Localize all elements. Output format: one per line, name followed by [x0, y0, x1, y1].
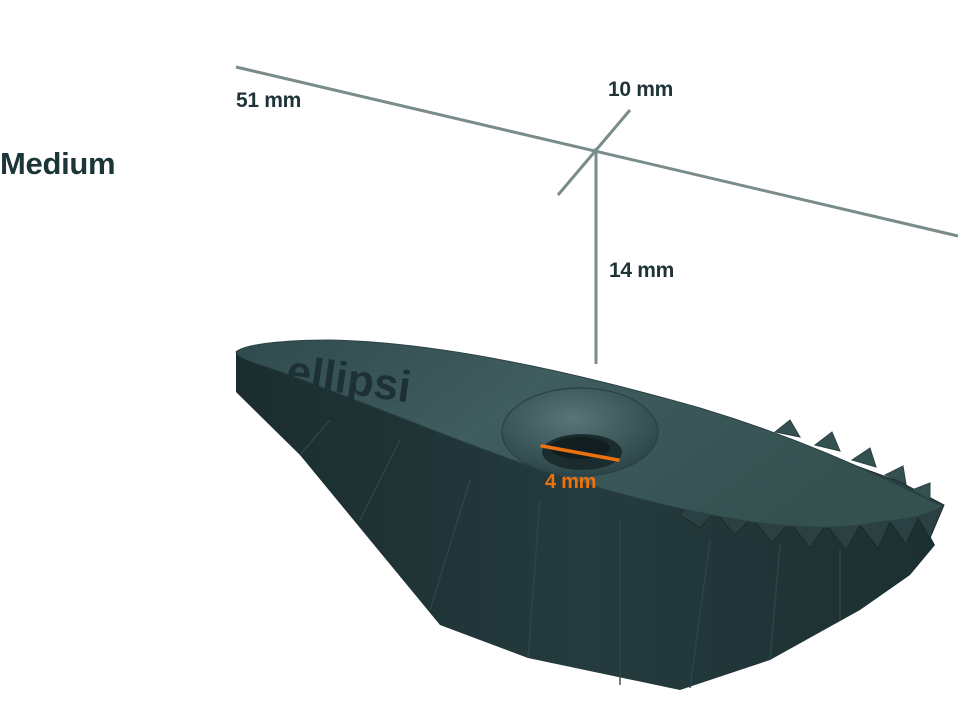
clip-side-facets [299, 419, 841, 689]
dimension-lines [235, 65, 959, 364]
clip-top-teeth [773, 419, 931, 501]
height-dimension-label: 14 mm [609, 259, 675, 282]
clip-body [235, 339, 945, 690]
size-title: Medium [0, 146, 116, 181]
width-dimension-label: 10 mm [608, 78, 674, 101]
hole-diameter-line [540, 444, 620, 462]
clip-side-face [236, 342, 935, 690]
width-dimension-line [556, 109, 632, 196]
length-dimension-label: 51 mm [236, 89, 302, 112]
hole-diameter-label: 4 mm [545, 471, 597, 493]
hole-inner-shadow [550, 437, 610, 459]
